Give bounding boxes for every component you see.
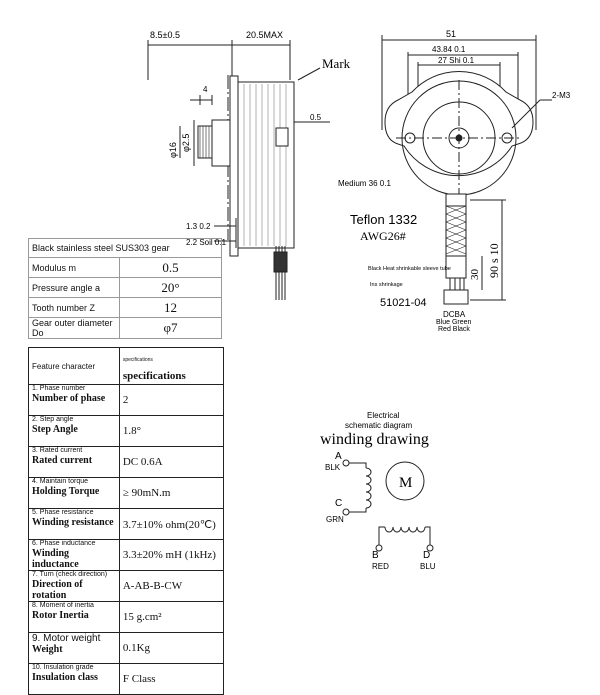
pins-label: DCBA: [443, 310, 466, 319]
teflon-label: Teflon 1332: [350, 212, 417, 227]
schematic-title-small-1: Electrical: [367, 411, 400, 420]
dim-05-label: 0.5: [310, 113, 322, 122]
pin-d-color: BLU: [420, 562, 436, 571]
pin-d-letter: D: [423, 550, 430, 561]
gear-table-header: Black stainless steel SUS303 gear: [28, 238, 222, 258]
dim-width-label: 51: [446, 29, 456, 39]
side-view: [147, 40, 330, 300]
dim-90-label: 90 s 10: [487, 243, 501, 278]
dim-m3-label: 2-M3: [552, 91, 571, 100]
pin-a-color: BLK: [325, 463, 341, 472]
spec-label-bottom: Winding resistance: [32, 517, 114, 528]
spec-label-bottom: Rotor Inertia: [32, 610, 89, 621]
spec-label-top: 7. Turn (check direction): [32, 571, 108, 578]
gear-value: 20°: [119, 277, 222, 298]
spec-label-bottom: Holding Torque: [32, 486, 100, 497]
spec-label-bottom: Step Angle: [32, 424, 78, 435]
spec-label-top: 10. Insulation grade: [32, 664, 94, 671]
pin-a-letter: A: [335, 451, 342, 462]
spec-header-big: specifications: [122, 370, 186, 382]
spec-value: A-AB-B-CW: [118, 570, 225, 602]
spec-header-left: Feature character: [28, 347, 120, 385]
dim-13-label: 1.3 0.2: [186, 222, 211, 231]
spec-value: 3.7±10% ohm(20℃): [118, 508, 225, 540]
spec-value: 2: [118, 384, 225, 416]
spec-label-top: 8. Moment of inertia: [32, 602, 94, 609]
technical-drawing: 8.5±0.5 20.5MAX Mark 4 φ2.5 φ16 0.5 1.3 …: [147, 29, 571, 571]
spec-label-top: 4. Maintain torque: [32, 478, 89, 485]
spec-value: DC 0.6A: [118, 446, 225, 478]
table-row: Modulus m 0.5: [28, 257, 222, 278]
pin-c-letter: C: [335, 498, 342, 509]
pin-c-color: GRN: [326, 515, 344, 524]
table-row: Gear outer diameter Do φ7: [28, 317, 222, 339]
table-row: Pressure angle a 20°: [28, 277, 222, 298]
gear-label: Tooth number Z: [28, 297, 120, 318]
gear-label: Pressure angle a: [28, 277, 120, 298]
spec-value: ≥ 90mN.m: [118, 477, 225, 509]
table-row: 7. Turn (check direction)Direction of ro…: [28, 570, 225, 602]
pin-b-color: RED: [372, 562, 389, 571]
table-row: Tooth number Z 12: [28, 297, 222, 318]
gear-label: Gear outer diameter Do: [28, 317, 120, 339]
spec-label-top: 3. Rated current: [32, 447, 83, 454]
spec-label-bottom: Winding inductance: [32, 548, 79, 570]
spec-label-bottom: Insulation class: [32, 672, 98, 683]
gear-label: Modulus m: [28, 257, 120, 278]
spec-label-bottom: Number of phase: [32, 393, 106, 404]
pin-b-letter: B: [372, 550, 379, 561]
schematic-title-big: winding drawing: [320, 431, 429, 448]
spec-label-top: 2. Step angle: [32, 416, 74, 423]
front-view: [381, 35, 552, 305]
winding-schematic: [342, 459, 434, 552]
dim-medium-label: Medium 36 0.1: [338, 179, 391, 188]
schematic-title-small-2: schematic diagram: [345, 421, 412, 430]
spec-label-bottom: Direction of rotation: [32, 579, 83, 601]
spec-label-top: 5. Phase resistance: [32, 509, 94, 516]
spec-label-bottom: Weight: [32, 644, 63, 655]
spec-header-row: Feature character specifications specifi…: [28, 347, 225, 385]
dim-30-label: 30: [469, 269, 481, 281]
dim-boss-dia-label: φ16: [168, 142, 178, 158]
spec-value: 1.8°: [118, 415, 225, 447]
spec-label-top: 1. Phase number: [32, 385, 86, 392]
spec-value: F Class: [118, 663, 225, 695]
connector-label: 51021-04: [380, 297, 427, 309]
spec-label-top: 9. Motor weight: [32, 633, 101, 644]
gear-value: φ7: [119, 317, 222, 339]
dim-4-label: 4: [203, 85, 208, 94]
dim-inner-label: 27 Shi 0.1: [438, 56, 475, 65]
spec-value: 3.3±20% mH (1kHz): [118, 539, 225, 571]
dim-flange-label: 8.5±0.5: [150, 30, 180, 40]
sleeve-label: Black Heat shrinkable sleeve tube: [368, 266, 451, 272]
spec-label-bottom: Rated current: [32, 455, 93, 466]
motor-label: M: [399, 475, 412, 491]
gear-table: Black stainless steel SUS303 gear Modulu…: [28, 238, 222, 339]
spec-value: 15 g.cm²: [118, 601, 225, 633]
spec-label-top: 6. Phase inductance: [32, 540, 96, 547]
shrink-label: Ins shrinkage: [370, 282, 403, 288]
mark-label: Mark: [322, 56, 351, 71]
gear-value: 12: [119, 297, 222, 318]
wire-colors-1-label: Blue Green: [436, 319, 472, 326]
spec-value: 0.1Kg: [118, 632, 225, 664]
dim-shaft-dia-label: φ2.5: [181, 134, 191, 152]
spec-table: Feature character specifications specifi…: [28, 347, 225, 695]
dim-holes-label: 43.84 0.1: [432, 45, 466, 54]
dim-body-label: 20.5MAX: [246, 30, 283, 40]
wire-colors-2-label: Red Black: [438, 326, 470, 333]
awg-label: AWG26#: [360, 229, 406, 243]
gear-value: 0.5: [119, 257, 222, 278]
spec-header-small: specifications: [122, 357, 153, 363]
